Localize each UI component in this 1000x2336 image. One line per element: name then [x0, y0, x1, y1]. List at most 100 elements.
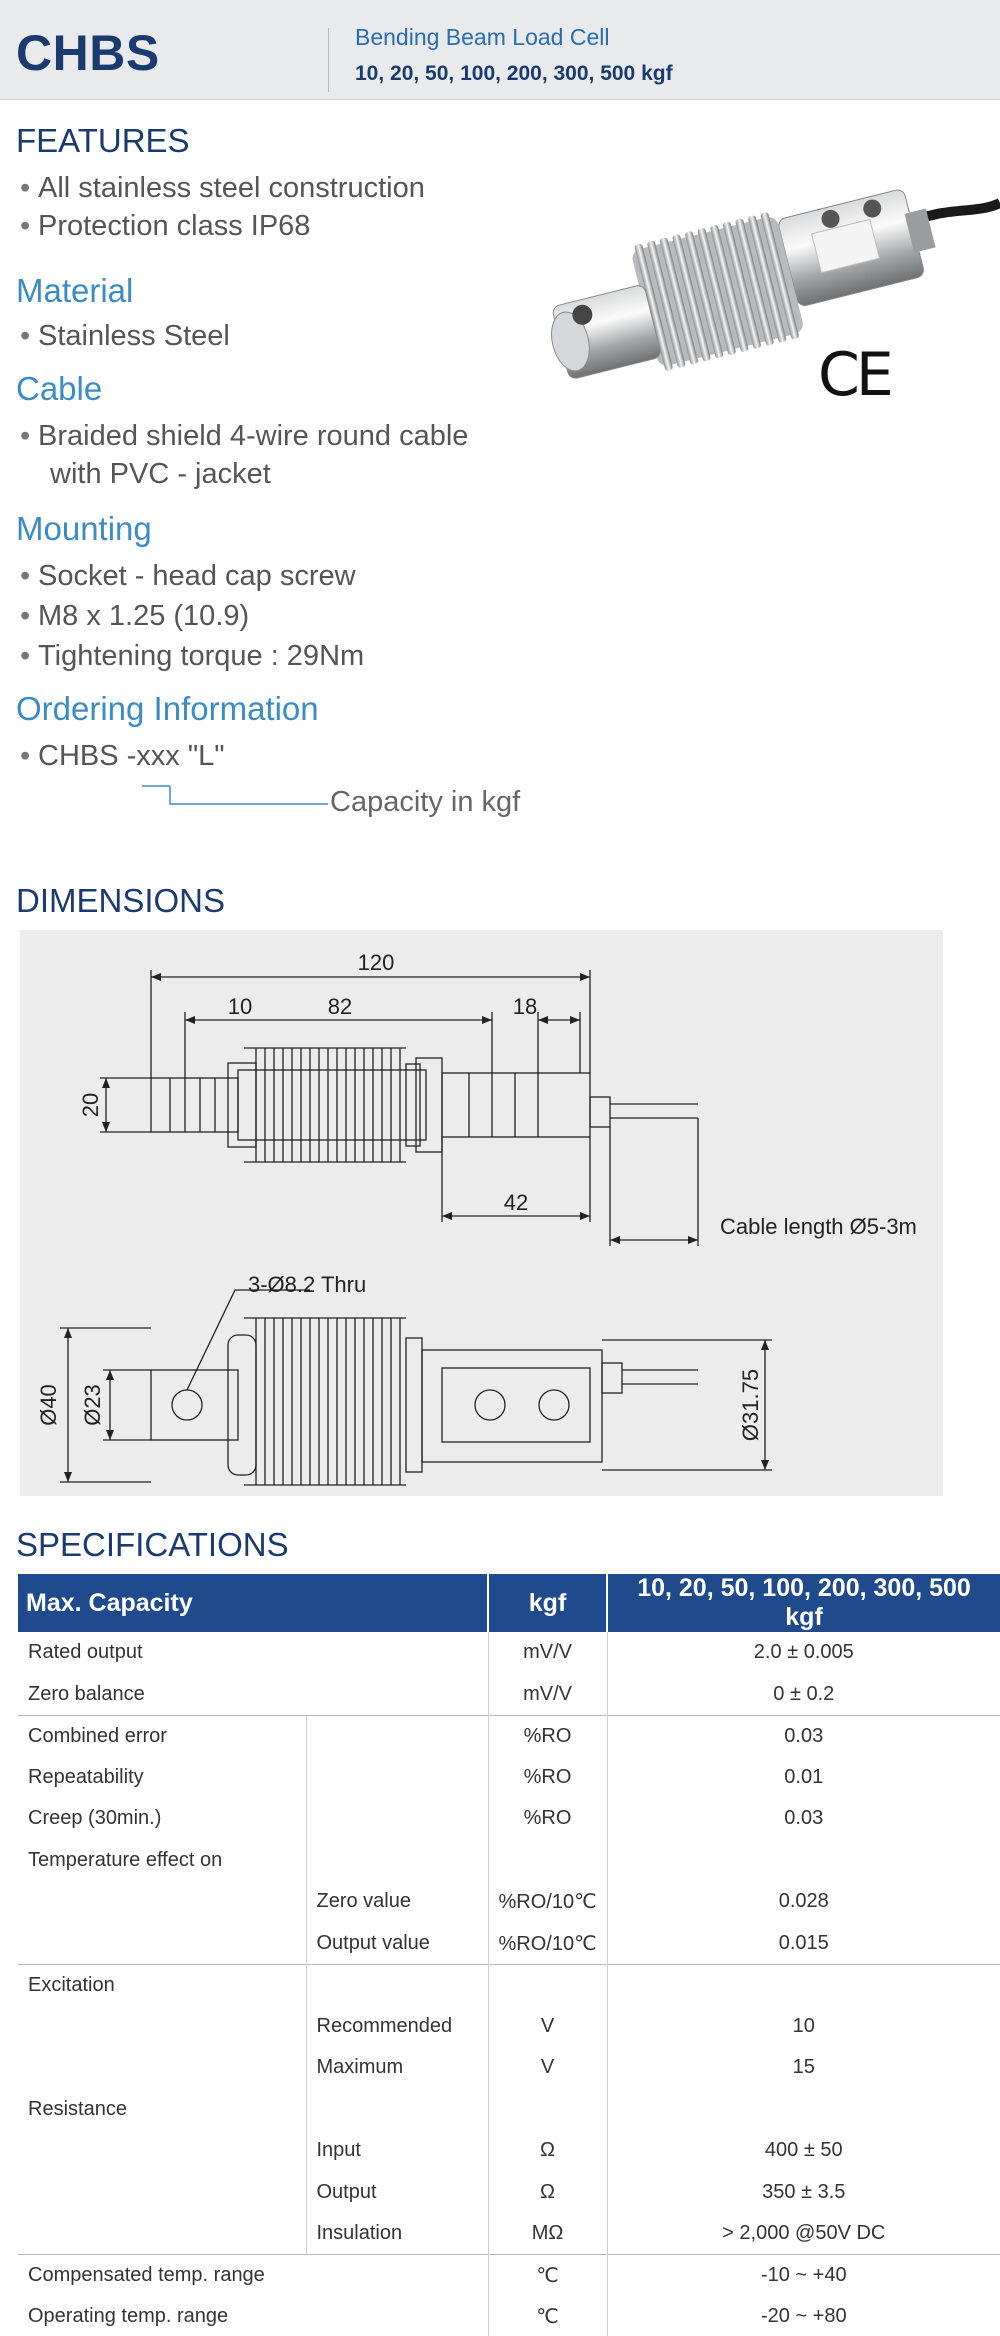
- spec-unit: V: [487, 2005, 608, 2047]
- spec-row: Zero value %RO/10℃ 0.028: [18, 1881, 1000, 1923]
- spec-sub: [305, 2088, 488, 2130]
- spec-row: Resistance: [18, 2088, 1000, 2130]
- dim-18: 18: [513, 994, 537, 1019]
- spec-row: Input Ω 400 ± 50: [18, 2130, 1000, 2172]
- spec-row: Repeatability %RO 0.01: [18, 1756, 1000, 1798]
- dim-10: 10: [228, 994, 252, 1019]
- header-divider: [328, 28, 329, 92]
- spec-sub: [305, 1839, 488, 1881]
- spec-value: 0 ± 0.2: [606, 1673, 1000, 1715]
- spec-sub: Output: [305, 2171, 488, 2213]
- spec-value: 0.03: [606, 1714, 1000, 1757]
- material-title: Material: [16, 272, 134, 309]
- ordering-callout: Capacity in kgf: [330, 786, 521, 818]
- specifications-title: SPECIFICATIONS: [16, 1526, 289, 1563]
- spec-sub: [305, 1963, 488, 2006]
- cable-title: Cable: [16, 370, 103, 407]
- spec-label: Temperature effect on: [28, 1848, 223, 1871]
- spec-row: Zero balance mV/V 0 ± 0.2: [18, 1673, 1000, 1715]
- spec-sub: Input: [305, 2130, 488, 2172]
- spec-header-label: Max. Capacity: [18, 1574, 489, 1632]
- dim-82: 82: [328, 994, 352, 1019]
- spec-sub: Maximum: [305, 2047, 488, 2089]
- mounting-text: Socket - head cap screw: [38, 560, 356, 592]
- material-text: Stainless Steel: [38, 320, 230, 352]
- dim-thru: 3-Ø8.2 Thru: [248, 1272, 366, 1297]
- specifications-table: Max. Capacity kgf 10, 20, 50, 100, 200, …: [18, 1574, 1000, 2336]
- spec-unit: mV/V: [487, 1673, 608, 1715]
- spec-value: -20 ~ +80: [606, 2296, 1000, 2336]
- spec-unit: %RO/10℃: [487, 1922, 608, 1964]
- spec-unit: %RO: [487, 1714, 608, 1757]
- spec-value: 15: [606, 2047, 1000, 2089]
- spec-value: 0.028: [606, 1881, 1000, 1923]
- spec-unit: [487, 1963, 608, 2006]
- spec-label: Compensated temp. range: [18, 2254, 488, 2296]
- spec-unit: [487, 1839, 608, 1881]
- spec-value: [606, 1963, 1000, 2006]
- spec-unit: mV/V: [487, 1632, 608, 1674]
- feature-item: •All stainless steel construction: [20, 172, 425, 204]
- dim-dia40: Ø40: [36, 1384, 61, 1426]
- spec-row: Excitation: [18, 1963, 1000, 2006]
- dim-cable: Cable length Ø5-3m: [720, 1214, 917, 1239]
- dim-20: 20: [78, 1093, 103, 1117]
- dim-42: 42: [504, 1190, 528, 1215]
- spec-unit: Ω: [487, 2130, 608, 2172]
- spec-unit: ℃: [487, 2296, 608, 2336]
- feature-text: All stainless steel construction: [38, 172, 425, 204]
- mounting-item: •M8 x 1.25 (10.9): [20, 600, 250, 632]
- spec-sub: [305, 1714, 488, 1757]
- spec-value: 0.01: [606, 1756, 1000, 1798]
- spec-value: [606, 1839, 1000, 1881]
- spec-unit: ℃: [487, 2254, 608, 2296]
- spec-sub: Insulation: [305, 2213, 488, 2255]
- dim-dia23: Ø23: [80, 1384, 105, 1426]
- spec-unit: V: [487, 2047, 608, 2089]
- spec-value: -10 ~ +40: [606, 2254, 1000, 2296]
- spec-sub: Output value: [305, 1922, 488, 1964]
- callout-line: [142, 785, 328, 805]
- dim-dia3175: Ø31.75: [738, 1369, 763, 1441]
- mounting-text: Tightening torque : 29Nm: [38, 640, 365, 672]
- spec-row: Compensated temp. range ℃ -10 ~ +40: [18, 2254, 1000, 2296]
- spec-header-value: 10, 20, 50, 100, 200, 300, 500 kgf: [607, 1574, 1000, 1632]
- product-subtitle: Bending Beam Load Cell: [355, 24, 610, 50]
- spec-label: Excitation: [18, 1963, 306, 2006]
- mounting-item: •Socket - head cap screw: [20, 560, 356, 592]
- spec-unit: %RO/10℃: [487, 1881, 608, 1923]
- spec-label: Creep (30min.): [28, 1807, 162, 1830]
- spec-label: Rated output: [28, 1641, 143, 1664]
- spec-row: Temperature effect on: [18, 1839, 1000, 1881]
- ordering-code: CHBS -xxx "L": [38, 740, 225, 772]
- spec-label: [18, 1923, 306, 1965]
- spec-sub: [305, 1798, 488, 1840]
- spec-label: [18, 2213, 306, 2255]
- cable-text-cont: with PVC - jacket: [50, 458, 271, 490]
- spec-label: Repeatability: [28, 1765, 144, 1788]
- load-cell-photo: [551, 189, 1000, 379]
- spec-unit: Ω: [487, 2171, 608, 2213]
- spec-value: 10: [606, 2005, 1000, 2047]
- spec-unit: %RO: [487, 1798, 608, 1840]
- spec-row: Recommended V 10: [18, 2005, 1000, 2047]
- spec-row: Maximum V 15: [18, 2047, 1000, 2089]
- feature-text: Protection class IP68: [38, 210, 311, 242]
- cable-item: •Braided shield 4-wire round cable: [20, 420, 469, 452]
- mounting-title: Mounting: [16, 510, 152, 547]
- spec-value: 0.03: [606, 1798, 1000, 1840]
- ordering-item: •CHBS -xxx "L": [20, 740, 225, 772]
- spec-row: Output Ω 350 ± 3.5: [18, 2171, 1000, 2213]
- spec-value: 0.015: [606, 1922, 1000, 1964]
- dimensions-title: DIMENSIONS: [16, 882, 226, 919]
- capacity-line: 10, 20, 50, 100, 200, 300, 500 kgf: [355, 62, 673, 85]
- spec-label: [18, 2047, 306, 2089]
- spec-row: Combined error %RO 0.03: [18, 1714, 1000, 1757]
- spec-row: Rated output mV/V 2.0 ± 0.005: [18, 1632, 1000, 1674]
- spec-label: [18, 1881, 306, 1923]
- spec-sub: Recommended: [305, 2005, 488, 2047]
- spec-sub: [305, 1756, 488, 1798]
- model-name: CHBS: [16, 25, 160, 81]
- dimension-svg: 120 10 82 18 20 42 Cable length Ø5-3m 3-…: [36, 950, 917, 1486]
- spec-label: [18, 2130, 306, 2172]
